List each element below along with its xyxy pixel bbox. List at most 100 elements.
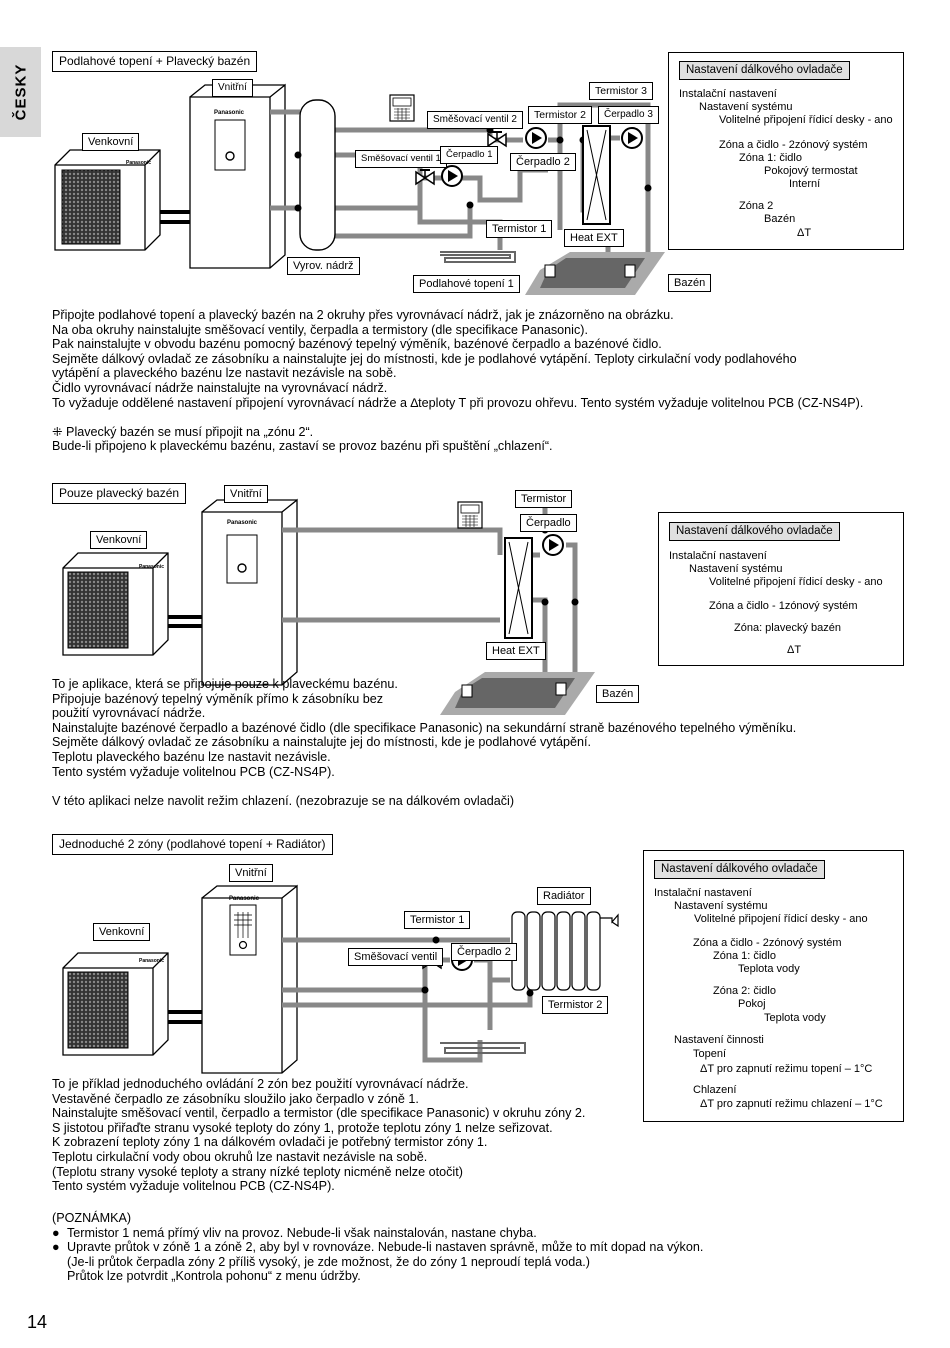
section3-title: Jednoduché 2 zóny (podlahové topení + Ra…	[52, 834, 333, 855]
note-text: Termistor 1 nemá přímý vliv na provoz. N…	[67, 1225, 537, 1240]
pump-3-icon	[621, 127, 643, 149]
indoor-label-3: Vnitřní	[229, 864, 273, 882]
thermistor-2-label-s3: Termistor 2	[542, 996, 609, 1014]
note-text: Upravte průtok v zóně 1 a zóně 2, aby by…	[67, 1240, 704, 1255]
settings-line: Instalační nastavení	[669, 550, 767, 562]
text-line: Vestavěné čerpadlo ze zásobníku sloužilo…	[52, 1091, 419, 1106]
heat-ext-label-2: Heat EXT	[486, 642, 546, 660]
brand-logo: Panasonic	[214, 110, 245, 116]
page-number: 14	[27, 1312, 48, 1332]
remote-settings-2: Nastavení dálkového ovladače Instalační …	[658, 512, 904, 666]
settings-line: Interní	[789, 178, 821, 190]
text-line: Tento systém vyžaduje volitelnou PCB (CZ…	[52, 1179, 335, 1194]
mixing-valve-label: Směšovací ventil	[348, 948, 444, 966]
thermistor-label-2: Termistor	[515, 490, 573, 508]
text-line: (Teplotu strany vysoké teploty a strany …	[52, 1164, 463, 1179]
pump-2-label-s3: Čerpadlo 2	[451, 943, 517, 961]
settings-line: ΔT	[787, 644, 802, 656]
pump-2-label: Čerpadlo 2	[510, 153, 576, 171]
radiator-label: Radiátor	[537, 887, 591, 905]
remote-settings-3: Nastavení dálkového ovladače Instalační …	[643, 850, 904, 1122]
section2-title: Pouze plavecký bazén	[52, 483, 187, 504]
pump-2-icon	[525, 127, 547, 149]
thermistor-1-label-s3: Termistor 1	[404, 911, 471, 929]
settings-line: Teplota vody	[738, 963, 800, 975]
pump-label-2: Čerpadlo	[520, 514, 577, 532]
text-line: Sejměte dálkový ovladač ze zásobníku a n…	[52, 735, 592, 750]
buffer-tank-label: Vyrov. nádrž	[287, 257, 360, 275]
text-line	[52, 410, 863, 425]
text-line: S jistotou přiřaďte stranu vysoké teplot…	[52, 1120, 553, 1135]
brand-logo: Panasonic	[139, 958, 165, 964]
text-line: K zobrazení teploty zóny 1 na dálkovém o…	[52, 1135, 488, 1150]
settings-header: Nastavení dálkového ovladače	[669, 522, 840, 541]
settings-line: Zóna 1: čidlo	[739, 152, 802, 164]
settings-line: Instalační nastavení	[654, 887, 752, 899]
text-line: Čidlo vyrovnávací nádrže nainstalujte na…	[52, 380, 388, 395]
buffer-tank	[299, 99, 336, 251]
indoor-label-1: Vnitřní	[212, 79, 253, 97]
pool-2	[440, 672, 595, 715]
remote-controller-1	[389, 94, 415, 122]
settings-line: Pokoj	[738, 998, 766, 1010]
floor-coil-1	[440, 251, 516, 263]
settings-header: Nastavení dálkového ovladače	[654, 860, 825, 879]
outdoor-label-3: Venkovní	[93, 923, 151, 941]
outdoor-unit-1	[54, 149, 161, 251]
text-line: Nainstalujte směšovací ventil, čerpadlo …	[52, 1106, 586, 1121]
text-line: Sejměte dálkový ovladač ze zásobníku a n…	[52, 351, 797, 366]
thermistor-3-label: Termistor 3	[589, 82, 653, 100]
text-line: ⁜ Plavecký bazén se musí připojit na „zó…	[52, 424, 314, 439]
settings-line: Nastavení systému	[689, 563, 783, 575]
radiator	[511, 911, 619, 991]
section1-title: Podlahové topení + Plavecký bazén	[52, 51, 258, 72]
settings-line: Teplota vody	[764, 1012, 826, 1024]
notes-block: (POZNÁMKA) ● Termistor 1 nemá přímý vliv …	[52, 1211, 703, 1284]
settings-line: ΔT pro zapnutí režimu topení – 1°C	[700, 1063, 873, 1075]
settings-line: Zóna a čidlo - 2zónový systém	[719, 139, 868, 151]
settings-line: Chlazení	[693, 1084, 737, 1096]
indoor-unit-1	[189, 83, 286, 269]
settings-line: Nastavení systému	[699, 101, 793, 113]
note-text: Průtok lze potvrdit „Kontrola pohonu“ z …	[67, 1269, 361, 1284]
settings-line: Zóna: plavecký bazén	[734, 622, 842, 634]
bullet-icon: ●	[52, 1240, 60, 1255]
settings-line: Volitelné připojení řídicí desky - ano	[709, 576, 883, 588]
settings-line: Topení	[693, 1048, 727, 1060]
text-line: Připojte podlahové topení a plavecký baz…	[52, 308, 674, 322]
section1-text: Připojte podlahové topení a plavecký baz…	[52, 308, 863, 454]
settings-header: Nastavení dálkového ovladače	[679, 61, 850, 80]
text-line: Tento systém vyžaduje volitelnou PCB (CZ…	[52, 764, 335, 779]
brand-logo: Panasonic	[139, 564, 165, 570]
indoor-label-2: Vnitřní	[224, 485, 268, 503]
mixing-valve-2-label: Směšovací ventil 2	[427, 111, 523, 129]
text-line: Teplotu plaveckého bazénu lze nastavit n…	[52, 749, 331, 764]
settings-line: Zóna 2	[739, 200, 774, 212]
section3-text: To je příklad jednoduchého ovládání 2 zó…	[52, 1077, 585, 1194]
text-line: použití vyrovnávací nádrže.	[52, 706, 206, 721]
indoor-unit-3	[201, 884, 298, 1074]
settings-line: Zóna 1: čidlo	[713, 950, 776, 962]
text-line: V této aplikaci nelze navolit režim chla…	[52, 793, 515, 808]
outdoor-label-1: Venkovní	[82, 133, 140, 151]
settings-line: Pokojový termostat	[764, 165, 858, 177]
settings-line: Volitelné připojení řídicí desky - ano	[719, 114, 893, 126]
pipes-3	[282, 937, 533, 1063]
settings-line: Instalační nastavení	[679, 88, 777, 100]
text-line: To je příklad jednoduchého ovládání 2 zó…	[52, 1077, 469, 1091]
heat-exchanger-1	[582, 125, 611, 225]
outdoor-label-2: Venkovní	[90, 531, 148, 549]
settings-line: Bazén	[764, 213, 796, 225]
settings-line: Zóna a čidlo - 2zónový systém	[693, 937, 842, 949]
note-title: (POZNÁMKA)	[52, 1211, 132, 1225]
pool-label-1: Bazén	[668, 274, 712, 292]
bullet-icon: ●	[52, 1225, 60, 1240]
text-line: Připojuje bazénový tepelný výměník přímo…	[52, 691, 384, 706]
settings-line: Nastavení činnosti	[674, 1034, 764, 1046]
text-line: vytápění a plaveckého bazénu lze nastavi…	[52, 366, 397, 381]
brand-logo: Panasonic	[227, 520, 258, 526]
section2-text: To je aplikace, která se připojuje pouze…	[52, 677, 796, 808]
brand-logo: Panasonic	[229, 896, 260, 902]
remote-controller-2	[457, 501, 483, 529]
